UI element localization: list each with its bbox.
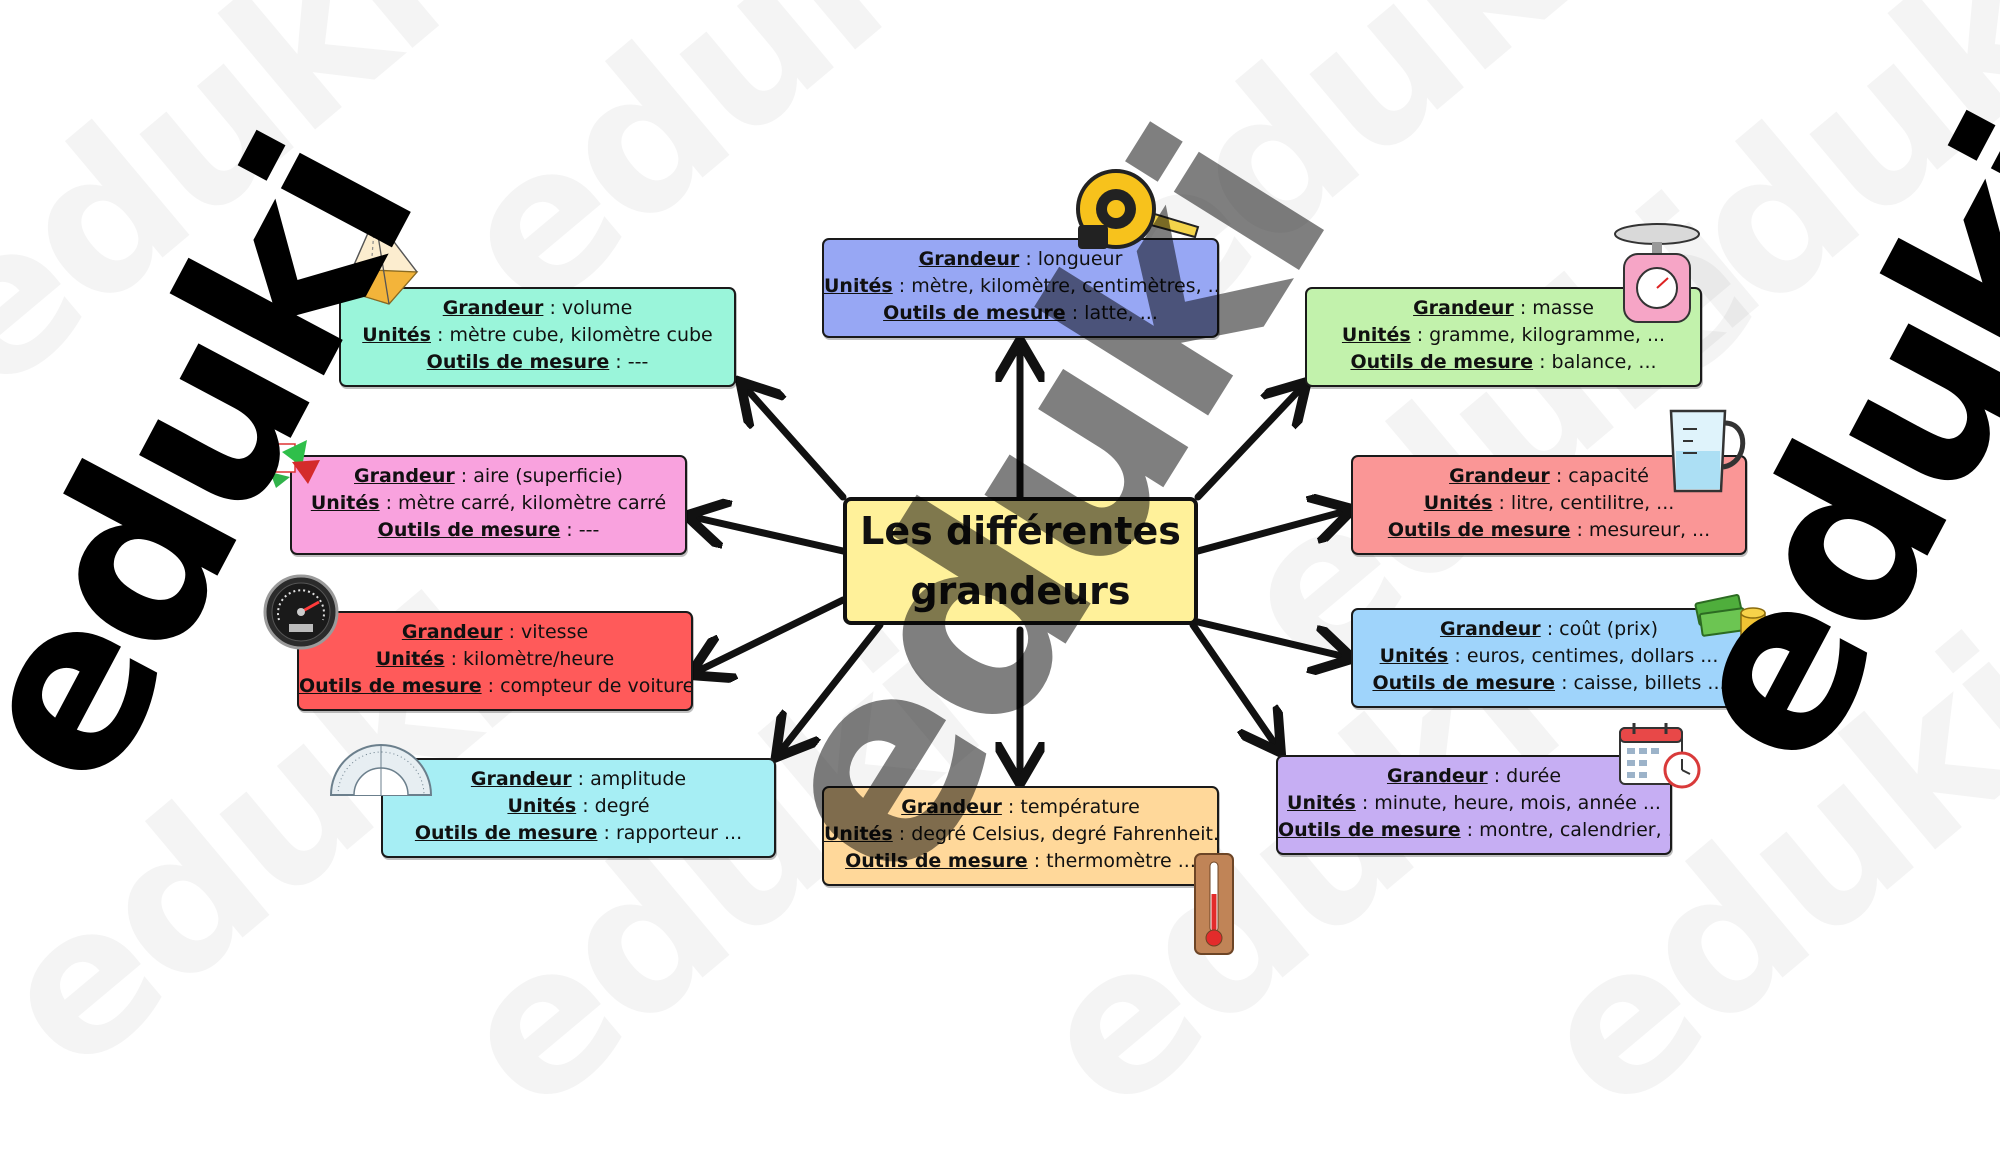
outils-value: : --- [560, 519, 600, 541]
outils-label: Outils de mesure [426, 351, 610, 373]
grandeur-value: : volume [543, 297, 633, 319]
outils-value: : caisse, billets ... [1555, 672, 1726, 694]
grandeur-label: Grandeur [354, 465, 455, 487]
unites-value: : degré [576, 795, 650, 817]
unites-value: : mètre cube, kilomètre cube [430, 324, 713, 346]
calendar-clock-icon [1619, 723, 1701, 789]
arrow-to-cout [1194, 618, 1346, 657]
unites-label: Unités [507, 795, 577, 817]
card-cout: Grandeur : coût (prix) Unités : euros, c… [1351, 608, 1747, 708]
arrow-to-duree [1189, 621, 1277, 747]
outils-value: : montre, calendrier, ... [1460, 819, 1670, 841]
outils-value: : --- [609, 351, 649, 373]
unites-label: Unités [1379, 645, 1449, 667]
unites-label: Unités [1287, 792, 1356, 814]
central-title-box: Les différentes grandeurs [843, 497, 1198, 625]
unites-label: Unités [1341, 324, 1411, 346]
arrow-to-capacite [1194, 511, 1346, 555]
money-icon [1694, 594, 1766, 641]
unites-label: Unités [375, 648, 445, 670]
outils-label: Outils de mesure [883, 302, 1066, 324]
outils-label: Outils de mesure [845, 850, 1028, 872]
protractor-icon [329, 744, 433, 796]
unites-value: : kilomètre/heure [444, 648, 615, 670]
card-duree: Grandeur : durée Unités : minute, heure,… [1276, 755, 1672, 855]
grandeur-value: : amplitude [571, 768, 687, 790]
grandeur-value: : température [1001, 796, 1140, 818]
outils-label: Outils de mesure [1278, 819, 1461, 841]
unites-value: : gramme, kilogramme, ... [1410, 324, 1666, 346]
grandeur-value: : coût (prix) [1540, 618, 1658, 640]
outils-label: Outils de mesure [1372, 672, 1556, 694]
outils-value: : latte, ... [1065, 302, 1158, 324]
central-title: Les différentes grandeurs [860, 509, 1181, 613]
unites-label: Unités [1423, 492, 1493, 514]
grandeur-value: : aire (superficie) [454, 465, 623, 487]
card-volume: Grandeur : volume Unités : mètre cube, k… [339, 287, 736, 387]
grandeur-label: Grandeur [1413, 297, 1514, 319]
area-shapes-icon [266, 440, 320, 488]
scale-icon [1614, 223, 1700, 323]
outils-label: Outils de mesure [414, 822, 598, 844]
unites-value: : mètre carré, kilomètre carré [379, 492, 667, 514]
outils-value: : compteur de voiture ... [487, 675, 691, 697]
unites-label: Unités [824, 275, 893, 297]
outils-value: : thermomètre ... [1027, 850, 1196, 872]
arrow-to-vitesse [696, 596, 847, 672]
unites-label: Unités [362, 324, 431, 346]
speedometer-icon [263, 574, 339, 650]
grandeur-label: Grandeur [470, 768, 572, 790]
unites-label: Unités [824, 823, 893, 845]
thermometer-icon [1194, 853, 1234, 955]
outils-value: : balance, ... [1533, 351, 1657, 373]
outils-value: : rapporteur ... [597, 822, 743, 844]
tape-measure-icon [1076, 169, 1200, 249]
grandeur-value: : durée [1487, 765, 1562, 787]
grandeur-label: Grandeur [401, 621, 503, 643]
outils-label: Outils de mesure [377, 519, 561, 541]
card-longueur: Grandeur : longueur Unités : mètre, kilo… [822, 238, 1219, 338]
grandeur-value: : capacité [1549, 465, 1649, 487]
card-vitesse: Grandeur : vitesse Unités : kilomètre/he… [297, 611, 693, 711]
grandeur-label: Grandeur [1449, 465, 1550, 487]
arrow-to-amplitude [780, 621, 884, 752]
pyramid-icon [341, 215, 419, 305]
card-masse: Grandeur : masse Unités : gramme, kilogr… [1305, 287, 1702, 387]
measuring-cup-icon [1669, 409, 1746, 493]
grandeur-value: : vitesse [502, 621, 589, 643]
outils-label: Outils de mesure [1350, 351, 1534, 373]
outils-value: : mesureur, ... [1570, 519, 1711, 541]
unites-value: : mètre, kilomètre, centimètres, ... [892, 275, 1217, 297]
outils-label: Outils de mesure [299, 675, 482, 697]
unites-value: : euros, centimes, dollars ... [1448, 645, 1719, 667]
unites-value: : degré Celsius, degré Fahrenheit... [892, 823, 1217, 845]
card-aire: Grandeur : aire (superficie) Unités : mè… [290, 455, 687, 555]
grandeur-value: : longueur [1019, 248, 1123, 270]
arrow-to-aire [693, 517, 847, 555]
grandeur-label: Grandeur [442, 297, 544, 319]
connector-arrows [0, 0, 2000, 1125]
arrow-to-volume [745, 387, 847, 501]
card-temperature: Grandeur : température Unités : degré Ce… [822, 786, 1219, 886]
unites-label: Unités [310, 492, 380, 514]
card-amplitude: Grandeur : amplitude Unités : degré Outi… [381, 758, 776, 858]
unites-value: : minute, heure, mois, année ... [1355, 792, 1661, 814]
grandeur-label: Grandeur [918, 248, 1020, 270]
arrow-to-masse [1194, 387, 1302, 501]
grandeur-label: Grandeur [901, 796, 1002, 818]
outils-label: Outils de mesure [1387, 519, 1571, 541]
grandeur-value: : masse [1513, 297, 1594, 319]
grandeur-label: Grandeur [1439, 618, 1541, 640]
unites-value: : litre, centilitre, ... [1492, 492, 1675, 514]
grandeur-label: Grandeur [1386, 765, 1488, 787]
